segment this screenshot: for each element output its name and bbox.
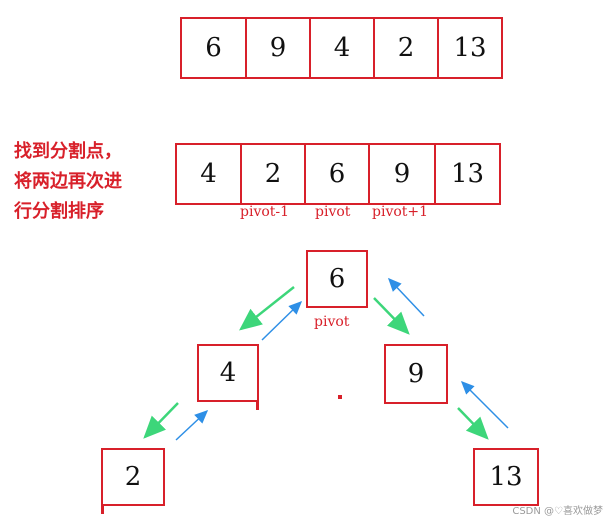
node-corner-mark [101,504,104,514]
pivot-label: pivot [315,204,351,220]
initial-array: 6 9 4 2 13 [180,17,503,79]
arrow-down-left-leftleft [143,402,179,439]
root-pivot-label: pivot [314,314,350,330]
stray-dot [338,395,342,399]
array-cell: 13 [438,17,503,79]
pivot-plus-1-label: pivot+1 [372,204,429,220]
tree-node-root: 6 [306,250,368,308]
array-cell: 2 [241,143,305,205]
array-cell: 2 [374,17,438,79]
partition-note: 找到分割点， 将两边再次进 行分割排序 [14,141,122,222]
arrow-down-root-left [239,286,295,331]
array-cell: 13 [435,143,501,205]
tree-node-left-left: 2 [101,448,165,514]
node-value: 6 [328,264,346,294]
watermark: CSDN @♡喜欢做梦 [512,506,603,517]
arrow-down-right-rightright [457,407,489,440]
array-cell: 9 [369,143,435,205]
node-value: 13 [489,462,523,492]
array-cell: 6 [180,17,246,79]
partitioned-array: 4 2 6 9 13 [175,143,501,205]
tree-node-right: 9 [384,344,448,404]
arrow-down-root-right [373,297,410,335]
node-value: 4 [219,358,237,388]
pivot-minus-1-label: pivot-1 [240,204,290,220]
tree-node-left: 4 [197,344,259,410]
node-value: 2 [124,462,142,492]
node-corner-mark [256,400,259,410]
array-cell: 6 [305,143,369,205]
array-cell: 4 [310,17,374,79]
tree-node-right-right: 13 [473,448,539,506]
arrow-up-rightright-right [460,380,509,429]
array-cell: 9 [246,17,310,79]
arrow-up-right-root [387,277,425,317]
arrow-up-leftleft-left [175,409,209,441]
arrow-up-left-root [261,300,303,341]
node-value: 9 [407,359,425,389]
array-cell: 4 [175,143,241,205]
